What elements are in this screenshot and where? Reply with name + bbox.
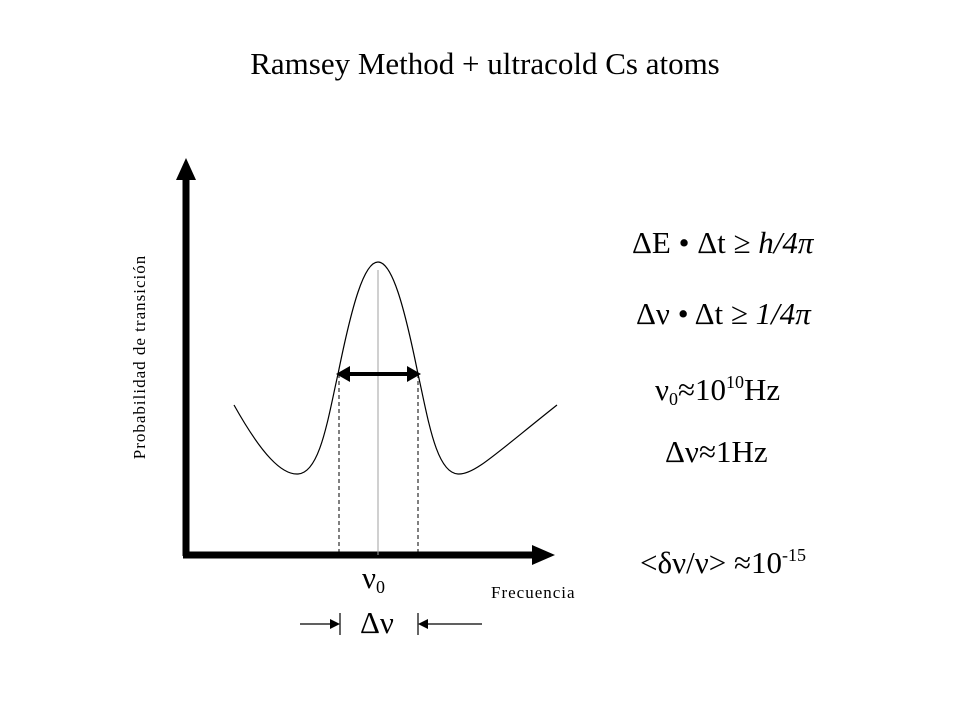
delta-nu-value: Δν≈1Hz (665, 434, 768, 469)
nu0-value-exponent: 10 (726, 372, 745, 392)
width-arrowhead-left (336, 366, 350, 382)
frequency-time-rhs: 1/4π (755, 296, 811, 331)
energy-time-rhs: h/4π (758, 225, 814, 260)
ratio-text: <δν/ν> ≈10 (640, 545, 782, 580)
relative-width-ratio: <δν/ν> ≈10-15 (640, 545, 806, 581)
x-axis-arrowhead (532, 545, 555, 565)
nu-symbol: ν (362, 560, 377, 595)
frequency-time-uncertainty: Δν • Δt ≥ 1/4π (636, 296, 811, 332)
delta-nu-left-arrowhead (330, 619, 340, 629)
nu0-subscript: 0 (376, 577, 386, 597)
nu0-label: ν0 (362, 560, 385, 598)
delta-nu-label: Δν (360, 605, 394, 640)
page-title: Ramsey Method + ultracold Cs atoms (250, 46, 720, 81)
delta-nu-right-arrowhead (418, 619, 428, 629)
ratio-exponent: -15 (781, 545, 806, 565)
y-axis-label: Probabilidad de transición (130, 254, 149, 460)
nu0-value-approx: ≈10 (678, 372, 727, 407)
transition-curve (233, 261, 558, 475)
frequency-time-lhs: Δν • Δt ≥ (636, 296, 756, 331)
nu0-value-symbol: ν (655, 372, 670, 407)
nu0-value-unit: Hz (744, 372, 781, 407)
y-axis-arrowhead (176, 158, 196, 180)
energy-time-lhs: ΔE • Δt ≥ (632, 225, 759, 260)
nu0-value: ν0≈1010Hz (655, 372, 780, 410)
energy-time-uncertainty: ΔE • Δt ≥ h/4π (632, 225, 813, 261)
width-arrowhead-right (407, 366, 421, 382)
x-axis-label: Frecuencia (491, 583, 576, 602)
nu0-value-subscript: 0 (669, 389, 679, 409)
